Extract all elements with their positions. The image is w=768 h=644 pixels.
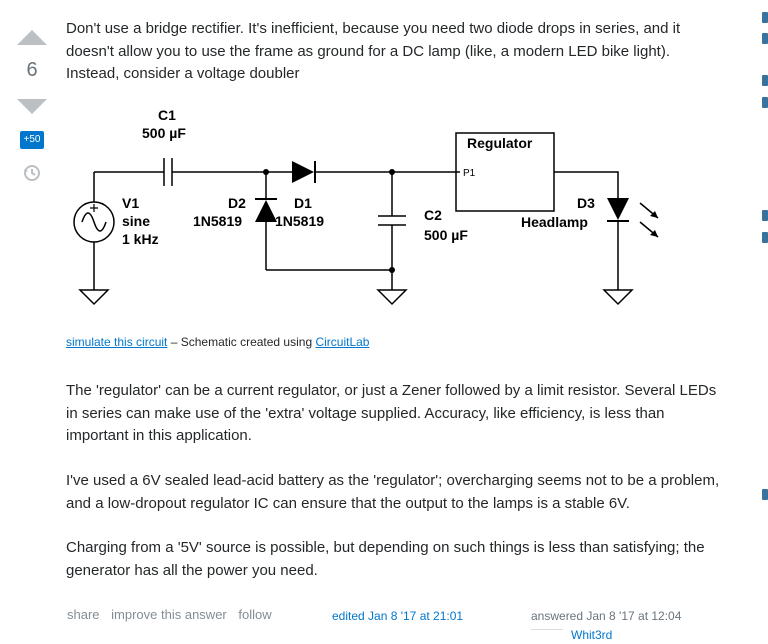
v1-type: sine	[122, 213, 150, 229]
downvote-button[interactable]	[17, 99, 47, 114]
v1-name: V1	[122, 195, 139, 211]
sidebar-icon[interactable]	[762, 97, 768, 108]
simulate-link[interactable]: simulate this circuit	[66, 335, 168, 349]
sidebar-icon[interactable]	[762, 12, 768, 23]
answer-paragraph: The 'regulator' can be a current regulat…	[66, 382, 717, 444]
d1-part: 1N5819	[275, 213, 324, 229]
improve-answer-link[interactable]: improve this answer	[111, 607, 227, 622]
c1-name: C1	[158, 107, 176, 123]
c2-name: C2	[424, 207, 442, 223]
user-link[interactable]: Whit3rd	[571, 628, 613, 642]
vote-count: 6	[26, 59, 38, 81]
regulator-pin: P1	[463, 168, 476, 179]
bounty-badge[interactable]: +50	[20, 131, 44, 149]
history-icon[interactable]	[22, 163, 42, 183]
d1-name: D1	[294, 195, 312, 211]
regulator-name: Regulator	[467, 135, 533, 151]
v1-freq: 1 kHz	[122, 231, 159, 247]
sidebar-icon[interactable]	[762, 75, 768, 86]
answer-paragraph: Don't use a bridge rectifier. It's ineff…	[66, 20, 681, 82]
sidebar-edge	[756, 0, 768, 640]
share-link[interactable]: share	[67, 607, 100, 622]
d3-label: Headlamp	[521, 214, 588, 230]
post-menu: share improve this answer follow	[67, 607, 280, 622]
sidebar-icon[interactable]	[762, 489, 768, 500]
d3-name: D3	[577, 195, 595, 211]
circuitlab-link[interactable]: CircuitLab	[315, 335, 370, 349]
sidebar-icon[interactable]	[762, 33, 768, 44]
follow-link[interactable]: follow	[238, 607, 272, 622]
c2-value: 500 µF	[424, 227, 468, 243]
edited-link[interactable]: edited Jan 8 '17 at 21:01	[332, 609, 464, 623]
answer-paragraph: Charging from a '5V' source is possible,…	[66, 539, 705, 579]
caption-text: – Schematic created using	[167, 335, 316, 349]
d2-name: D2	[228, 195, 246, 211]
circuit-schematic: C1 500 µF V1 sine 1 kHz D2 1N5819 D1 1N5…	[73, 107, 659, 306]
upvote-button[interactable]	[17, 30, 47, 45]
avatar[interactable]	[531, 629, 563, 644]
schematic-caption: simulate this circuit – Schematic create…	[66, 335, 369, 349]
answered-timestamp: answered Jan 8 '17 at 12:04	[531, 609, 682, 623]
d2-part: 1N5819	[193, 213, 242, 229]
c1-value: 500 µF	[142, 125, 186, 141]
answer-paragraph: I've used a 6V sealed lead-acid battery …	[66, 472, 720, 512]
sidebar-icon[interactable]	[762, 232, 768, 243]
sidebar-icon[interactable]	[762, 210, 768, 221]
